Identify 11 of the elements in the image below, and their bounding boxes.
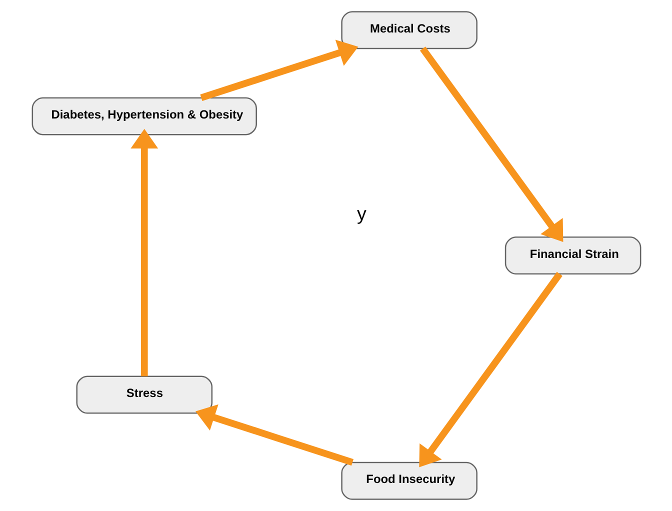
- node-box: Diabetes, Hypertension & Obesity: [31, 97, 256, 136]
- arrow: [419, 46, 563, 242]
- node-box: Financial Strain: [504, 236, 641, 275]
- node-box: Food Insecurity: [340, 462, 477, 500]
- arrow: [200, 40, 358, 101]
- node-box: Stress: [76, 376, 212, 414]
- label: y: [356, 203, 366, 224]
- arrow: [194, 404, 354, 466]
- arrow: [130, 128, 158, 376]
- arrow: [418, 272, 562, 468]
- node-box: Medical Costs: [340, 11, 477, 50]
